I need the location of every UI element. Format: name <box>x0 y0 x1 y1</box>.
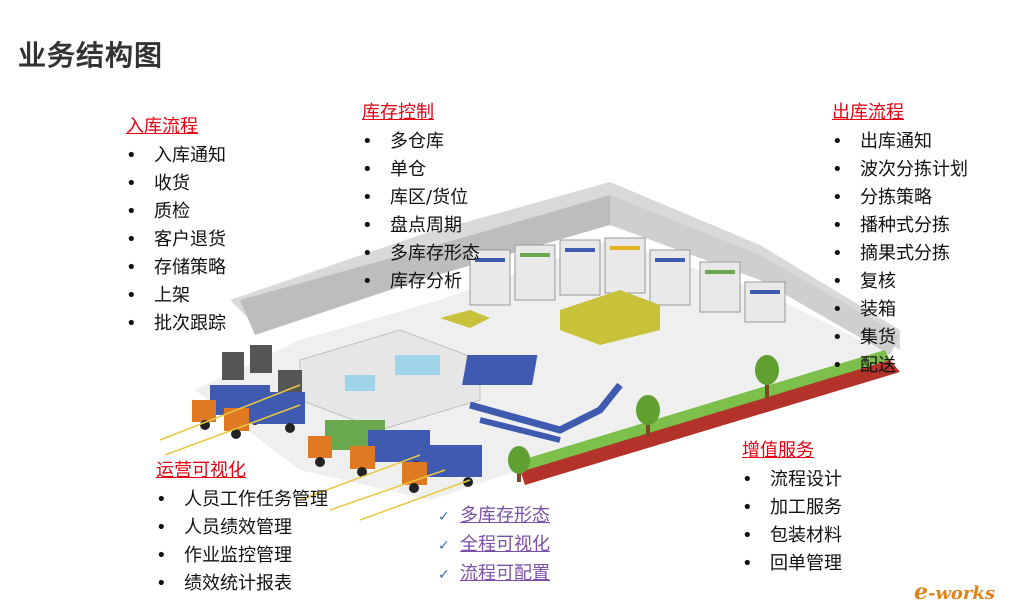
office-window <box>395 355 440 375</box>
conveyor-belt <box>479 417 561 443</box>
list-item: •收货 <box>126 173 190 194</box>
dock-door <box>250 345 272 373</box>
value-added-heading[interactable]: 增值服务 <box>742 440 814 461</box>
inbound-process-panel: 入库流程 •入库通知 •收货 •质检 •客户退货 •存储策略 •上架 •批次跟踪 <box>126 116 226 338</box>
list-item: •绩效统计报表 <box>156 573 292 594</box>
office-window <box>345 375 375 391</box>
list-item: •集货 <box>832 327 896 348</box>
outbound-heading[interactable]: 出库流程 <box>832 102 904 123</box>
value-added-services-panel: 增值服务 •流程设计 •加工服务 •包装材料 •回单管理 <box>742 440 842 578</box>
list-item: •质检 <box>126 201 190 222</box>
list-item: •播种式分拣 <box>832 215 950 236</box>
list-item: •客户退货 <box>126 229 226 250</box>
eworks-logo: e-works <box>913 579 995 605</box>
truck <box>224 392 305 439</box>
list-item: •多库存形态 <box>362 243 480 264</box>
conveyor <box>462 355 538 385</box>
list-item: •作业监控管理 <box>156 545 292 566</box>
feature-item[interactable]: ✓多库存形态 <box>438 502 550 531</box>
list-item: •入库通知 <box>126 145 226 166</box>
list-item: •回单管理 <box>742 553 842 574</box>
stock-pile <box>440 310 490 328</box>
shelving-racks <box>469 237 786 323</box>
list-item: •波次分拣计划 <box>832 159 968 180</box>
list-item: •装箱 <box>832 299 896 320</box>
tree <box>755 355 779 398</box>
list-item: •单仓 <box>362 159 426 180</box>
list-item: •包装材料 <box>742 525 842 546</box>
feature-item[interactable]: ✓全程可视化 <box>438 531 550 560</box>
conveyor-belt <box>469 382 623 434</box>
list-item: •加工服务 <box>742 497 842 518</box>
truck <box>402 445 482 493</box>
value-added-list: •流程设计 •加工服务 •包装材料 •回单管理 <box>742 466 842 578</box>
list-item: •库区/货位 <box>362 187 469 208</box>
grass-strip <box>520 360 900 485</box>
list-item: •配送 <box>832 355 896 376</box>
list-item: •上架 <box>126 285 190 306</box>
grass-strip-top <box>515 350 890 472</box>
list-item: •库存分析 <box>362 271 462 292</box>
inventory-heading[interactable]: 库存控制 <box>362 102 434 123</box>
truck <box>350 430 430 477</box>
inventory-list: •多仓库 •单仓 •库区/货位 •盘点周期 •多库存形态 •库存分析 <box>362 128 480 296</box>
list-item: •出库通知 <box>832 131 932 152</box>
check-icon: ✓ <box>438 509 450 525</box>
list-item: •人员绩效管理 <box>156 517 292 538</box>
outbound-list: •出库通知 •波次分拣计划 •分拣策略 •播种式分拣 •摘果式分拣 •复核 •装… <box>832 128 968 380</box>
list-item: •流程设计 <box>742 469 842 490</box>
tree <box>508 446 530 482</box>
check-icon: ✓ <box>438 567 450 583</box>
feature-checklist: ✓多库存形态 ✓全程可视化 ✓流程可配置 <box>438 502 550 589</box>
list-item: •人员工作任务管理 <box>156 489 328 510</box>
road-lines <box>159 384 471 521</box>
list-item: •摘果式分拣 <box>832 243 950 264</box>
dock-door <box>222 352 244 380</box>
inbound-heading[interactable]: 入库流程 <box>126 116 198 137</box>
feature-item[interactable]: ✓流程可配置 <box>438 560 550 589</box>
inventory-control-panel: 库存控制 •多仓库 •单仓 •库区/货位 •盘点周期 •多库存形态 •库存分析 <box>362 102 480 296</box>
warehouse-right-wall-top <box>610 195 900 355</box>
operations-visualization-panel: 运营可视化 •人员工作任务管理 •人员绩效管理 •作业监控管理 •绩效统计报表 <box>156 460 328 598</box>
page-title: 业务结构图 <box>18 39 164 72</box>
tree <box>636 395 660 436</box>
inbound-list: •入库通知 •收货 •质检 •客户退货 •存储策略 •上架 •批次跟踪 <box>126 142 226 338</box>
list-item: •存储策略 <box>126 257 226 278</box>
outbound-process-panel: 出库流程 •出库通知 •波次分拣计划 •分拣策略 •播种式分拣 •摘果式分拣 •… <box>832 102 968 380</box>
list-item: •复核 <box>832 271 896 292</box>
warehouse-left-wall-top <box>240 195 610 335</box>
list-item: •多仓库 <box>362 131 444 152</box>
stock-pile <box>560 290 660 345</box>
list-item: •批次跟踪 <box>126 313 226 334</box>
operations-list: •人员工作任务管理 •人员绩效管理 •作业监控管理 •绩效统计报表 <box>156 486 328 598</box>
list-item: •盘点周期 <box>362 215 462 236</box>
check-icon: ✓ <box>438 538 450 554</box>
operations-heading[interactable]: 运营可视化 <box>156 460 246 481</box>
list-item: •分拣策略 <box>832 187 932 208</box>
